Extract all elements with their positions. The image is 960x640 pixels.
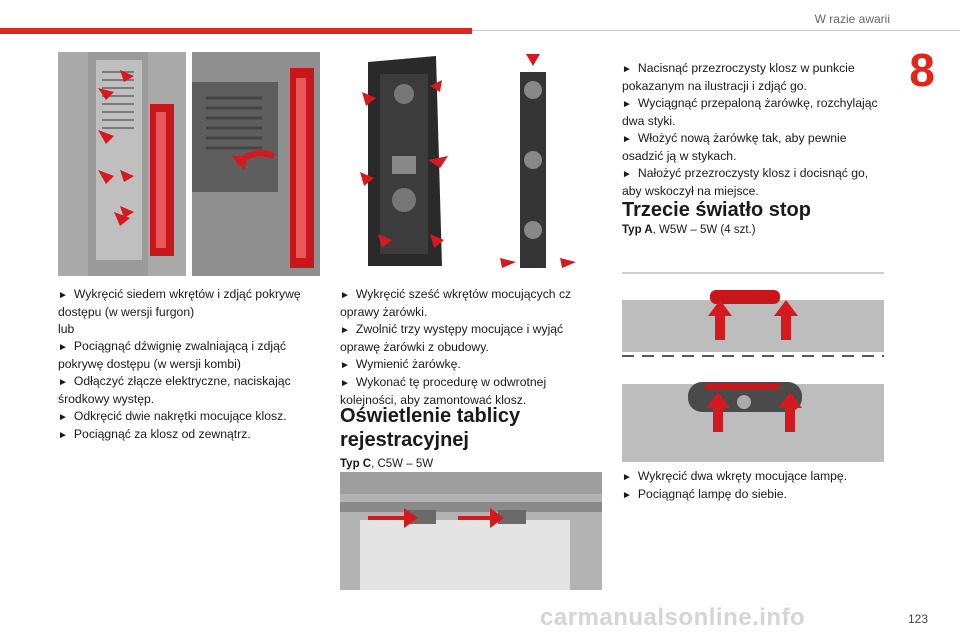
- release-lever-photo: [192, 52, 320, 276]
- brake-light-removal-illustration: [622, 264, 884, 462]
- bullet-arrow-icon: ►: [58, 377, 68, 388]
- col2-step-1: ►Wykręcić sześć wkrętów mocujących cz op…: [340, 287, 572, 319]
- bullet-arrow-icon: ►: [58, 290, 68, 301]
- bullet-arrow-icon: ►: [340, 325, 350, 336]
- col2-step-2: ►Zwolnić trzy występy mocujące i wyjąć o…: [340, 322, 564, 354]
- license-plate-heading-line2: rejestracyjnej: [340, 429, 469, 451]
- col2-instructions: ►Wykręcić sześć wkrętów mocujących cz op…: [340, 286, 590, 409]
- col2-step-4: ►Wykonać tę procedurę w odwrotnej kolejn…: [340, 375, 547, 407]
- bullet-arrow-icon: ►: [622, 64, 632, 75]
- col3-step-6: ►Pociągnąć lampę do siebie.: [622, 487, 787, 501]
- license-plate-lamp-photo: [340, 472, 602, 590]
- bullet-arrow-icon: ►: [58, 342, 68, 353]
- col1-step-6: ►Pociągnąć za klosz od zewnątrz.: [58, 427, 251, 441]
- col3-step-3: ►Włożyć nową żarówkę tak, aby pewnie osa…: [622, 131, 847, 163]
- bullet-arrow-icon: ►: [58, 412, 68, 423]
- col1-instructions: ►Wykręcić siedem wkrętów i zdjąć pokrywę…: [58, 286, 320, 444]
- bullet-arrow-icon: ►: [622, 490, 632, 501]
- bullet-arrow-icon: ►: [622, 99, 632, 110]
- col1-step-1: ►Wykręcić siedem wkrętów i zdjąć pokrywę…: [58, 287, 301, 319]
- col3-step-4: ►Nałożyć przezroczysty klosz i docisnąć …: [622, 166, 869, 198]
- header-divider: [472, 30, 960, 31]
- col3-step-5: ►Wykręcić dwa wkręty mocujące lampę.: [622, 469, 848, 483]
- col3-instructions-bottom: ►Wykręcić dwa wkręty mocujące lampę. ►Po…: [622, 468, 884, 504]
- header-accent-bar: [0, 28, 472, 34]
- bullet-arrow-icon: ►: [58, 430, 68, 441]
- col1-step-3: ►Pociągnąć dźwignię zwalniającą i zdjąć …: [58, 339, 286, 371]
- col1-step-2: lub: [58, 322, 75, 336]
- bullet-arrow-icon: ►: [622, 169, 632, 180]
- bullet-arrow-icon: ►: [340, 360, 350, 371]
- license-plate-heading-line1: Oświetlenie tablicy: [340, 405, 521, 427]
- bulb-holder-illustration: [340, 50, 590, 276]
- chapter-number: 8: [900, 42, 944, 98]
- bullet-arrow-icon: ►: [622, 134, 632, 145]
- bullet-arrow-icon: ►: [340, 290, 350, 301]
- license-plate-heading: Oświetlenie tablicy rejestracyjnej: [340, 404, 590, 452]
- col3-step-2: ►Wyciągnąć przepaloną żarówkę, rozchylaj…: [622, 96, 878, 128]
- section-title: W razie awarii: [814, 12, 890, 26]
- bullet-arrow-icon: ►: [622, 472, 632, 483]
- page-number: 123: [907, 612, 928, 626]
- col1-step-5: ►Odkręcić dwie nakrętki mocujące klosz.: [58, 409, 287, 423]
- third-brake-light-bulb-type: Typ A, W5W – 5W (4 szt.): [622, 224, 756, 236]
- access-cover-screws-photo: [58, 52, 186, 276]
- col1-step-4: ►Odłączyć złącze elektryczne, naciskając…: [58, 374, 291, 406]
- col3-instructions-top: ►Nacisnąć przezroczysty klosz w punkcie …: [622, 60, 884, 200]
- col2-step-3: ►Wymienić żarówkę.: [340, 357, 461, 371]
- license-plate-bulb-type: Typ C, C5W – 5W: [340, 458, 434, 470]
- watermark: carmanualsonline.info: [540, 604, 806, 631]
- col3-step-1: ►Nacisnąć przezroczysty klosz w punkcie …: [622, 61, 855, 93]
- bullet-arrow-icon: ►: [340, 378, 350, 389]
- third-brake-light-heading: Trzecie światło stop: [622, 199, 811, 221]
